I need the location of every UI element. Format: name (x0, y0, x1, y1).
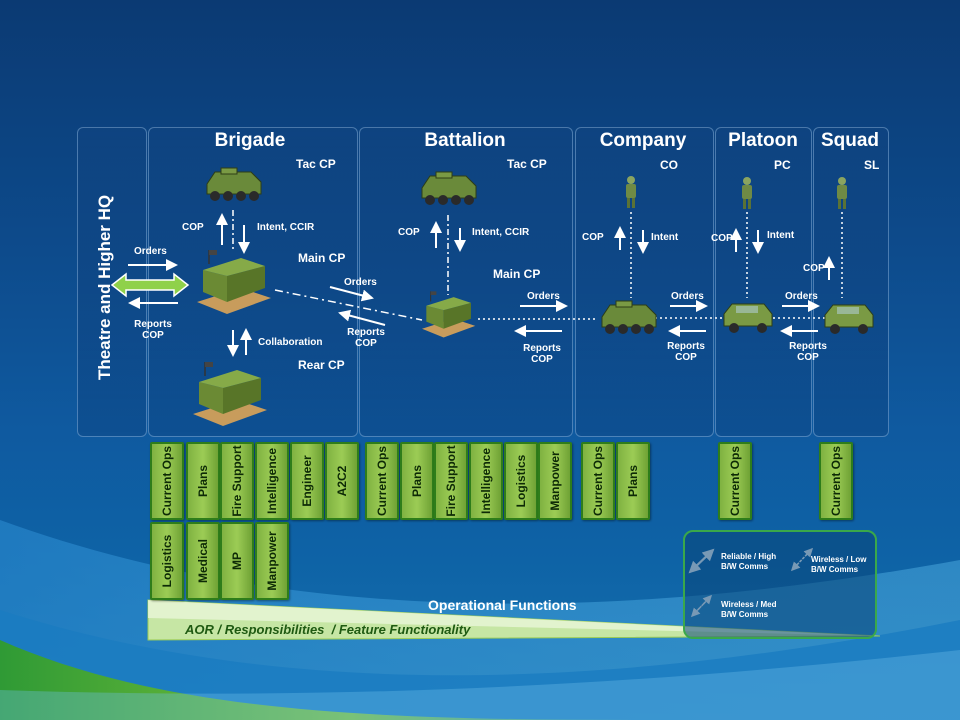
battalion-tac-label: Tac CP (507, 157, 547, 171)
hq-orders-label: Orders (134, 246, 167, 257)
operational-functions-label: Operational Functions (428, 597, 577, 613)
function-box: Plans (400, 442, 434, 520)
comms-legend: Reliable / High B/W Comms Wireless / Low… (683, 530, 877, 639)
column-title-squad: Squad (820, 130, 880, 151)
brigade-tac-vehicle-icon (206, 167, 262, 202)
battalion-intent-label: Intent, CCIR (472, 227, 530, 238)
squad-sl-soldier-icon (837, 177, 847, 209)
brigade-rear-tent-icon (192, 361, 268, 427)
function-box: Fire Support (434, 442, 468, 520)
squad-vehicle-icon (824, 304, 874, 335)
function-box: Manpower (255, 522, 289, 600)
function-box: Intelligence (469, 442, 503, 520)
function-box: Intelligence (255, 442, 289, 520)
brigade-collaboration-label: Collaboration (258, 337, 323, 348)
brigade-cop-label: COP (182, 222, 204, 233)
hq-reports-label: Reports COP (134, 319, 172, 341)
function-box: MP (220, 522, 254, 600)
aor-label: AOR / Responsibilities / Feature Functio… (185, 622, 471, 637)
battalion-company-reports-label: Reports COP (523, 343, 561, 365)
column-title-battalion: Battalion (424, 130, 506, 151)
function-box: Plans (616, 442, 650, 520)
company-platoon-reports-label: Reports COP (667, 341, 705, 363)
function-box: Medical (186, 522, 220, 600)
squad-sl-label: SL (864, 158, 880, 172)
platoon-squad-reports-label: Reports COP (789, 341, 827, 363)
function-box: Logistics (150, 522, 184, 600)
company-co-label: CO (660, 158, 678, 172)
company-cop-label: COP (582, 232, 604, 243)
function-box: Fire Support (220, 442, 254, 520)
brigade-rear-label: Rear CP (298, 358, 345, 372)
squad-panel (813, 127, 889, 437)
battalion-cop-label: COP (398, 227, 420, 238)
platoon-vehicle-icon (723, 303, 773, 334)
battalion-main-tent-icon (421, 290, 476, 338)
squad-cop-label: COP (803, 263, 825, 274)
hq-double-arrow (110, 272, 190, 298)
legend-wireless-med-label: Wireless / Med B/W Comms (721, 600, 777, 619)
brigade-battalion-reports-label: Reports COP (347, 327, 385, 349)
function-box: Current Ops (581, 442, 615, 520)
brigade-intent-label: Intent, CCIR (257, 222, 315, 233)
function-box: Current Ops (819, 442, 853, 520)
battalion-tac-vehicle-icon (421, 171, 477, 206)
platoon-cop-label: COP (711, 233, 733, 244)
column-title-platoon: Platoon (728, 130, 798, 151)
brigade-battalion-orders-label: Orders (344, 277, 377, 288)
function-box: Current Ops (718, 442, 752, 520)
company-panel (575, 127, 714, 437)
function-box: Plans (186, 442, 220, 520)
battalion-company-orders-label: Orders (527, 291, 560, 302)
company-vehicle-icon (601, 300, 657, 335)
function-box: Logistics (504, 442, 538, 520)
platoon-squad-orders-label: Orders (785, 291, 818, 302)
battalion-main-label: Main CP (493, 267, 541, 281)
brigade-tac-label: Tac CP (296, 157, 336, 171)
brigade-main-tent-icon (196, 249, 272, 315)
platoon-pc-soldier-icon (742, 177, 752, 209)
column-title-brigade: Brigade (214, 130, 286, 151)
company-intent-label: Intent (651, 232, 679, 243)
platoon-intent-label: Intent (767, 230, 795, 241)
function-box: A2C2 (325, 442, 359, 520)
column-title-company: Company (599, 130, 687, 151)
company-platoon-orders-label: Orders (671, 291, 704, 302)
legend-reliable-label: Reliable / High B/W Comms (721, 552, 777, 571)
function-box: Current Ops (150, 442, 184, 520)
platoon-pc-label: PC (774, 158, 791, 172)
brigade-main-label: Main CP (298, 251, 346, 265)
function-box: Manpower (538, 442, 572, 520)
function-box: Engineer (290, 442, 324, 520)
platoon-panel (715, 127, 812, 437)
legend-wireless-low-label: Wireless / Low B/W Comms (811, 555, 867, 574)
function-box: Current Ops (365, 442, 399, 520)
company-co-soldier-icon (626, 176, 636, 208)
